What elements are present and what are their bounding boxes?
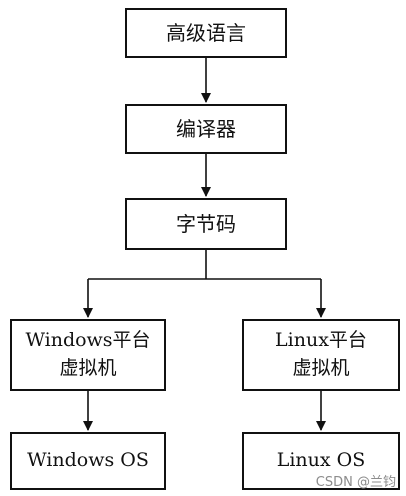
node-label-line1: Windows平台 xyxy=(25,329,151,352)
node-linux-os: Linux OS xyxy=(242,432,400,490)
node-label-line1: Linux平台 xyxy=(275,329,367,352)
node-compiler: 编译器 xyxy=(125,104,287,154)
node-windows-os: Windows OS xyxy=(10,432,166,490)
node-label-line2: 虚拟机 xyxy=(292,357,350,379)
node-label: Linux OS xyxy=(276,449,366,472)
node-bytecode: 字节码 xyxy=(125,198,287,250)
node-label: 字节码 xyxy=(176,211,236,236)
node-label-line2: 虚拟机 xyxy=(59,357,117,379)
node-windows-vm: Windows平台 虚拟机 xyxy=(10,319,166,391)
watermark: CSDN @兰钧 xyxy=(315,475,396,490)
node-label: 高级语言 xyxy=(166,20,246,45)
node-label: 编译器 xyxy=(176,116,236,141)
node-label: Windows OS xyxy=(27,449,149,472)
node-high-level-language: 高级语言 xyxy=(125,8,287,58)
node-linux-vm: Linux平台 虚拟机 xyxy=(242,319,400,391)
